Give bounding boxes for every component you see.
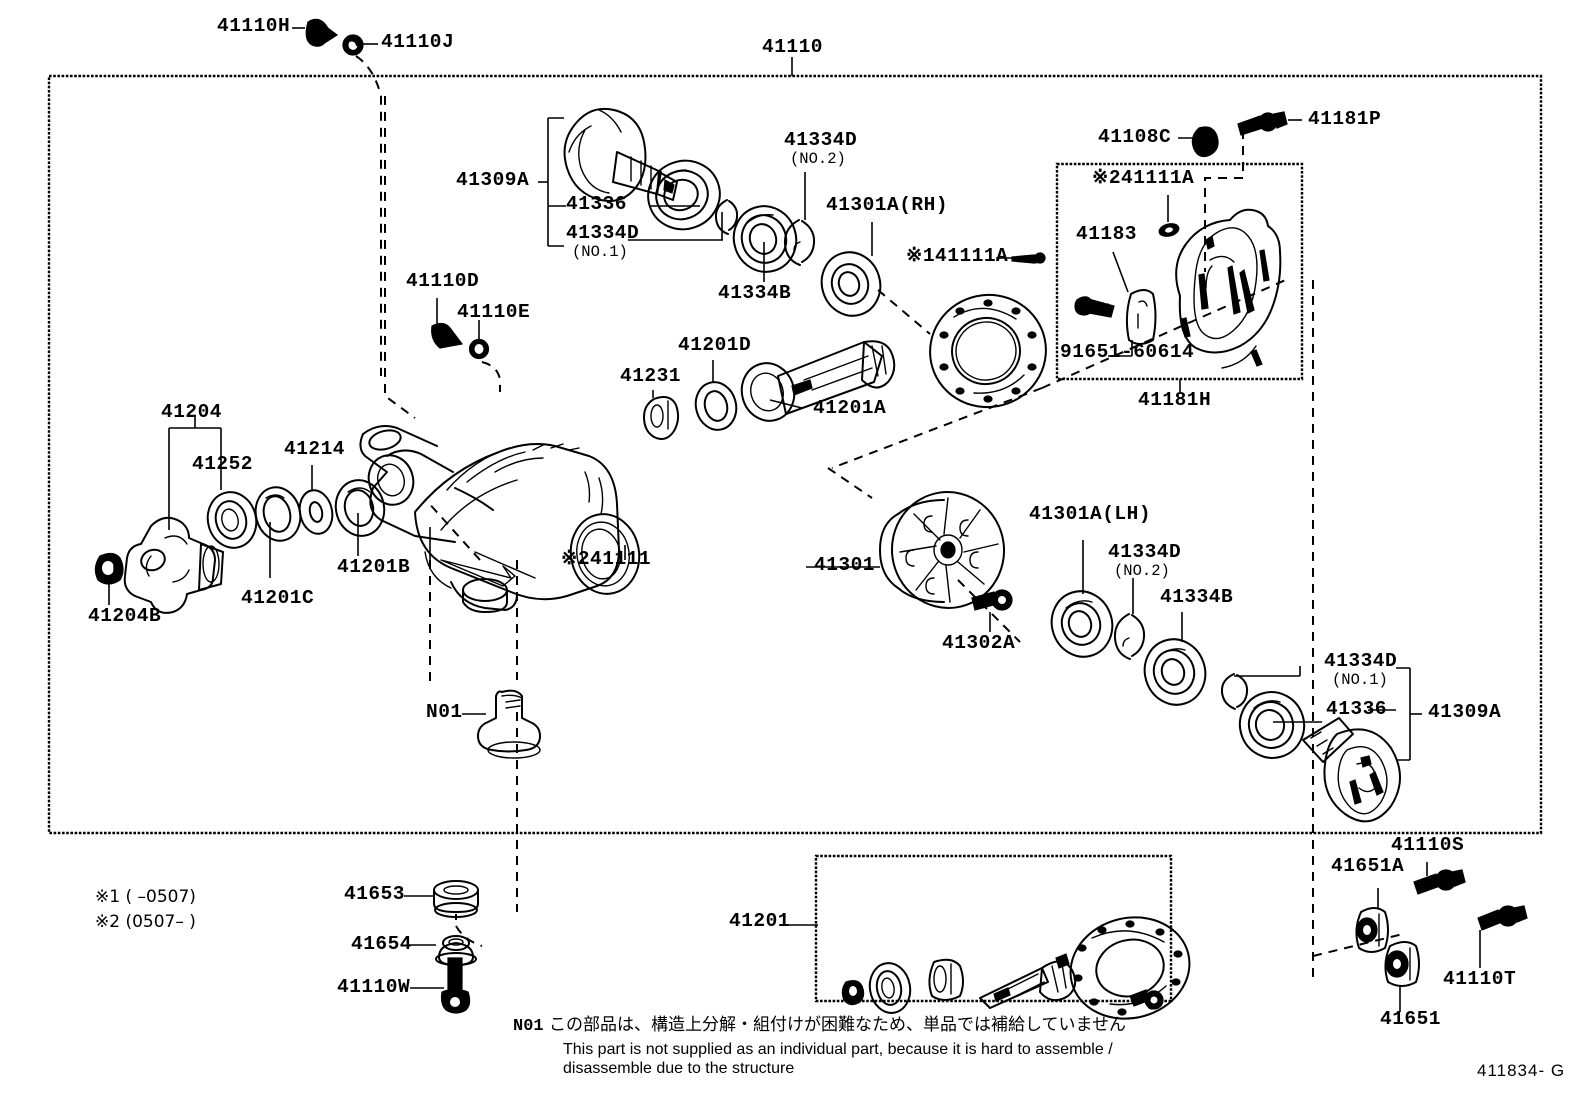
callout-41110t: 41110T [1443,968,1517,990]
callout-41302a: 41302A [942,632,1016,654]
callout-41110w: 41110W [337,976,411,998]
callout-41654: 41654 [351,933,413,955]
callout-241111a: ※241111A [1092,167,1195,189]
callout-41204: 41204 [161,401,223,423]
callout-41334d-no1-right: 41334D [1324,650,1398,672]
callout-41110d: 41110D [406,270,480,292]
callout-41334d-no2-low-sub: (NO.2) [1114,562,1170,580]
callout-41183: 41183 [1076,223,1138,245]
callout-41201a: 41201A [813,397,887,419]
callout-41214: 41214 [284,438,346,460]
callout-41334d-no2-top-sub: (NO.2) [790,150,846,168]
callout-41252: 41252 [192,453,254,475]
callout-n01: N01 [426,701,463,723]
callout-41110j: 41110J [381,31,455,53]
callout-41309a-right: 41309A [1428,701,1502,723]
callout-41110s: 41110S [1391,834,1465,856]
footnote-code: N01 [513,1017,544,1036]
callout-41110e: 41110E [457,301,531,323]
revision-note-2: ※2 (0507– ) [95,912,196,932]
callout-41334d-no2-top: 41334D [784,129,858,151]
callout-41336-right: 41336 [1326,698,1388,720]
callout-41301: 41301 [814,554,876,576]
callout-141111a: ※141111A [906,245,1009,267]
callout-41653: 41653 [344,883,406,905]
callout-41110-frame: 41110 [762,36,824,58]
callout-41336-left: 41336 [566,193,628,215]
revision-note-1: ※1 ( –0507) [95,887,196,907]
callout-91651-60614: 91651-60614 [1060,341,1195,363]
callout-41334b-low: 41334B [1160,586,1234,608]
callout-41301a-lh: 41301A(LH) [1029,503,1152,525]
footnote-english-line2: disassemble due to the structure [563,1060,795,1077]
callout-41309a-left: 41309A [456,169,530,191]
callout-41334d-no1-left-sub: (NO.1) [572,243,628,261]
callout-41204b: 41204B [88,605,162,627]
callout-241111: ※241111 [561,548,652,570]
callout-41181h: 41181H [1138,389,1212,411]
callout-41201d: 41201D [678,334,752,356]
callout-41334d-no1-right-sub: (NO.1) [1332,671,1388,689]
callout-41334d-no2-low: 41334D [1108,541,1182,563]
callout-41651a: 41651A [1331,855,1405,877]
callout-41108c: 41108C [1098,126,1172,148]
callout-41201b: 41201B [337,556,411,578]
callout-41334b-top: 41334B [718,282,792,304]
callout-41301a-rh: 41301A(RH) [826,194,949,216]
footnote-english-line1: This part is not supplied as an individu… [563,1041,1113,1058]
callout-41201c: 41201C [241,587,315,609]
callout-41231: 41231 [620,365,682,387]
callout-41651: 41651 [1380,1008,1442,1030]
callout-41110h: 41110H [217,15,291,37]
callout-41334d-no1-left: 41334D [566,222,640,244]
sheet-id: 411834- G [1477,1061,1566,1080]
callout-41181p: 41181P [1308,108,1382,130]
footnote-japanese: この部品は、構造上分解・組付けが困難なため、単品では補給していません [549,1015,1126,1035]
callout-41201-box: 41201 [729,910,791,932]
